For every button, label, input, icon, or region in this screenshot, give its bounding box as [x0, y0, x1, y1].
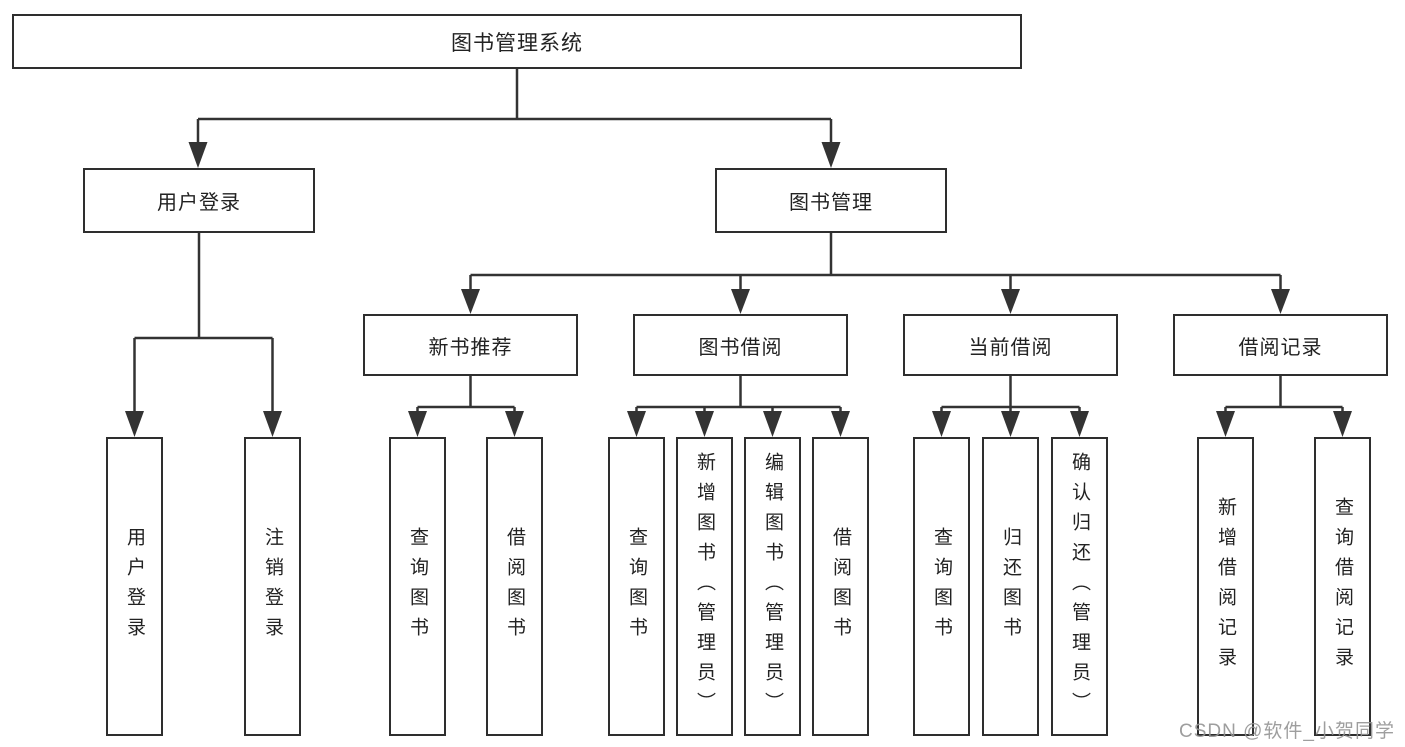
arrow-user-login: [188, 142, 208, 168]
node-book-management-label: 图书管理: [789, 192, 873, 214]
leaf-user-login: 用户登录: [106, 437, 163, 736]
node-root: 图书管理系统: [12, 14, 1022, 69]
leaf-logout: 注销登录: [244, 437, 301, 736]
leaf-return-books: 归还图书: [982, 437, 1039, 736]
leaf-add-borrow-record: 新增借阅记录: [1197, 437, 1254, 736]
leaf-query-borrow-record: 查询借阅记录: [1314, 437, 1371, 736]
arrow-book-management: [821, 142, 841, 168]
leaf-edit-book-admin: 编辑图书（管理员）: [744, 437, 801, 736]
arrow-book-borrowing: [731, 289, 750, 314]
leaf-query-books-borrowing: 查询图书: [608, 437, 665, 736]
node-root-label: 图书管理系统: [451, 31, 583, 55]
arrow-new-book-recommend: [461, 289, 480, 314]
arrowheads: [125, 142, 1352, 437]
node-new-book-recommend: 新书推荐: [363, 314, 578, 376]
node-new-book-recommend-label: 新书推荐: [428, 336, 513, 359]
node-book-borrowing: 图书借阅: [633, 314, 848, 376]
node-current-borrowing-label: 当前借阅: [968, 336, 1053, 359]
leaf-borrow-books-borrowing: 借阅图书: [812, 437, 869, 736]
leaf-query-books-recommend: 查询图书: [389, 437, 446, 736]
leaf-query-books-current: 查询图书: [913, 437, 970, 736]
leaf-confirm-return-admin: 确认归还（管理员）: [1051, 437, 1108, 736]
node-borrowing-records-label: 借阅记录: [1238, 336, 1323, 359]
arrow-current-borrowing: [1001, 289, 1020, 314]
watermark-text: CSDN @软件_小贺同学: [1179, 721, 1395, 742]
node-book-borrowing-label: 图书借阅: [698, 336, 783, 359]
node-book-management: 图书管理: [715, 168, 947, 233]
node-borrowing-records: 借阅记录: [1173, 314, 1388, 376]
node-user-login: 用户登录: [83, 168, 315, 233]
leaf-add-book-admin: 新增图书（管理员）: [676, 437, 733, 736]
leaf-borrow-books-recommend: 借阅图书: [486, 437, 543, 736]
node-user-login-label: 用户登录: [157, 192, 241, 214]
arrow-borrowing-records: [1271, 289, 1290, 314]
node-current-borrowing: 当前借阅: [903, 314, 1118, 376]
